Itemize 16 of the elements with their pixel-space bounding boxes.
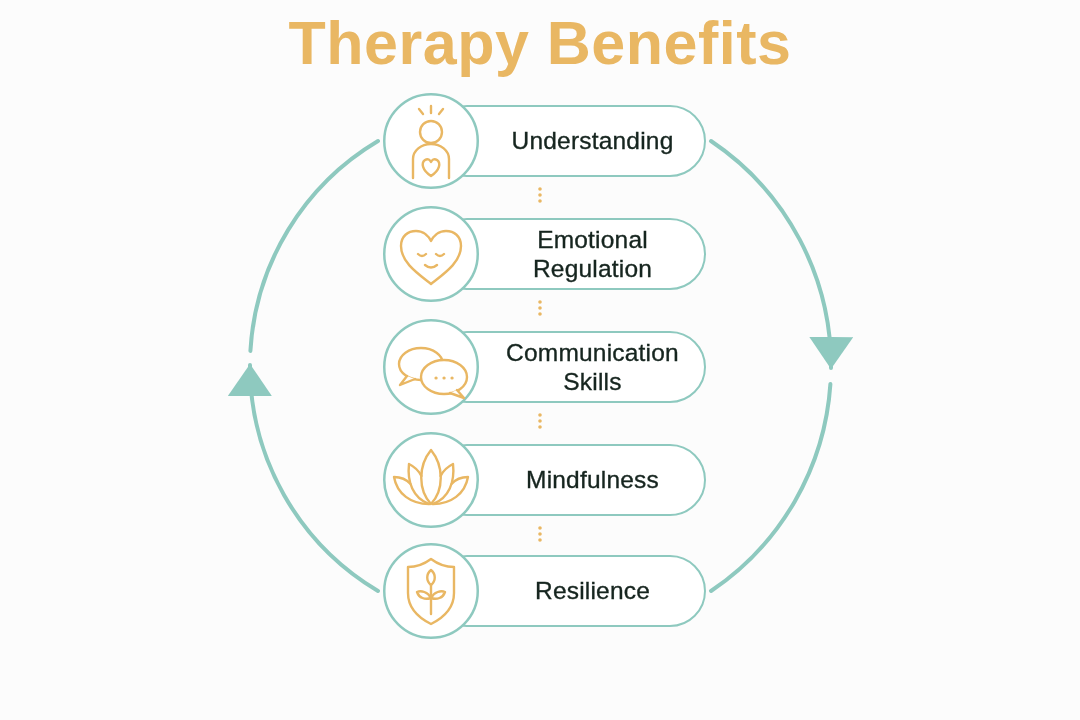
benefit-pill (383, 319, 706, 415)
benefit-pill (383, 432, 706, 528)
benefit-label: Emotional Regulation (531, 224, 654, 284)
benefit-label: Resilience (535, 576, 650, 606)
dotted-connector (538, 526, 542, 545)
diagram-title: Therapy Benefits (288, 8, 792, 79)
benefit-pill (383, 206, 706, 302)
curved-arrow (229, 363, 380, 593)
benefit-pill (383, 93, 706, 189)
benefit-label: Understanding (511, 126, 674, 156)
benefit-label: Communication Skills (505, 337, 680, 397)
curved-arrow (709, 139, 852, 370)
curved-line (248, 139, 380, 353)
benefit-pill (383, 543, 706, 639)
curved-line (709, 382, 833, 593)
benefit-label: Mindfulness (526, 465, 659, 495)
